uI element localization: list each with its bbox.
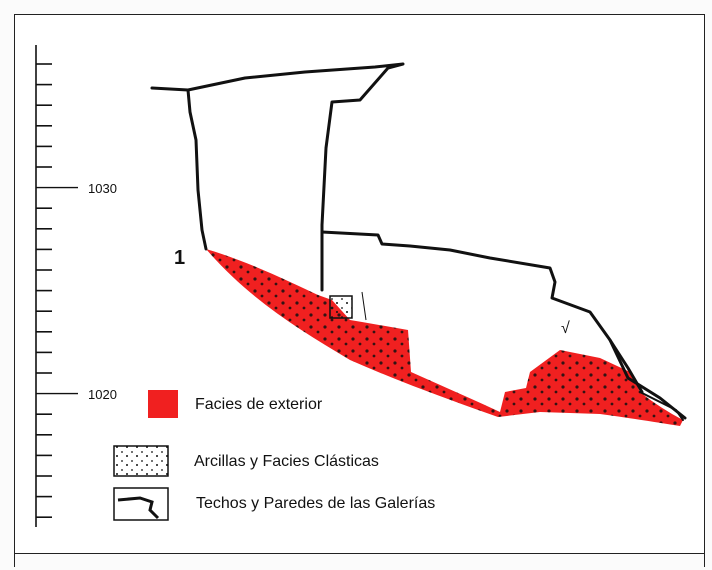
figure-frame-bottom [14,553,705,567]
legend-label-walls: Techos y Paredes de las Galerías [196,495,435,512]
clastic-deposit [329,291,367,321]
gallery-wall-left [186,88,208,251]
datum-mark: √ [561,320,570,337]
legend-wall-line-icon [117,496,160,520]
legend-swatch-walls [113,487,169,521]
scale-ticks [36,63,78,519]
clastic-box [329,295,353,319]
legend: Facies de exterior Arcillas y Facies Clá… [113,390,435,521]
legend-swatch-exterior [148,390,178,418]
legend-swatch-clastic [113,445,169,477]
gallery-return-line [639,391,684,421]
legend-label-exterior: Facies de exterior [195,396,323,413]
gallery-ceiling-upper [150,62,405,292]
gallery-walls [150,62,687,421]
exterior-facies-dots [206,249,683,426]
scale-label-1020: 1020 [88,387,117,402]
point-label-1: 1 [174,247,185,269]
scale-label-1030: 1030 [88,181,117,196]
elevation-scale: 1030 1020 [35,45,117,527]
legend-label-clastic: Arcillas y Facies Clásticas [194,453,379,470]
